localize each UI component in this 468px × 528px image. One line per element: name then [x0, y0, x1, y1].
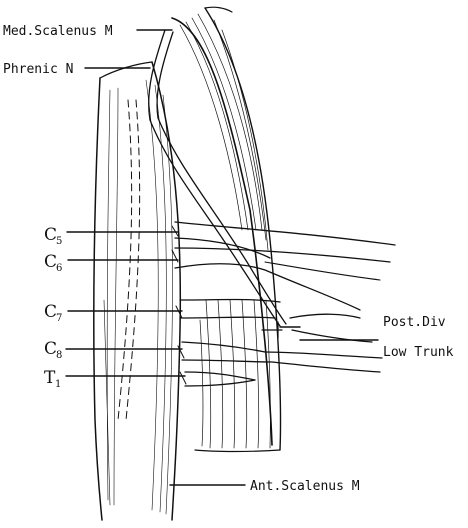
- root-c7-letter: C: [44, 302, 57, 322]
- root-t1-letter: T: [44, 368, 56, 388]
- root-c6-sub: 6: [56, 263, 62, 274]
- label-low-trunk: Low Trunk: [383, 345, 454, 360]
- anterior-scalenus-muscle: [93, 61, 182, 521]
- label-post-div: Post.Div: [383, 315, 446, 330]
- root-c6-letter: C: [44, 252, 57, 272]
- root-c8-letter: C: [44, 339, 57, 359]
- label-med-scalenus: Med.Scalenus M: [3, 24, 113, 39]
- brachial-plexus: [171, 221, 396, 387]
- leader-lines: [65, 29, 379, 486]
- root-c5-sub: 5: [56, 236, 62, 247]
- phrenic-nerve: [148, 29, 287, 327]
- label-ant-scalenus: Ant.Scalenus M: [250, 479, 360, 494]
- root-c5-letter: C: [44, 225, 57, 245]
- root-c7-sub: 7: [56, 313, 62, 324]
- root-t1-sub: 1: [55, 379, 61, 390]
- label-phrenic: Phrenic N: [3, 62, 73, 77]
- root-c8-sub: 8: [56, 350, 62, 361]
